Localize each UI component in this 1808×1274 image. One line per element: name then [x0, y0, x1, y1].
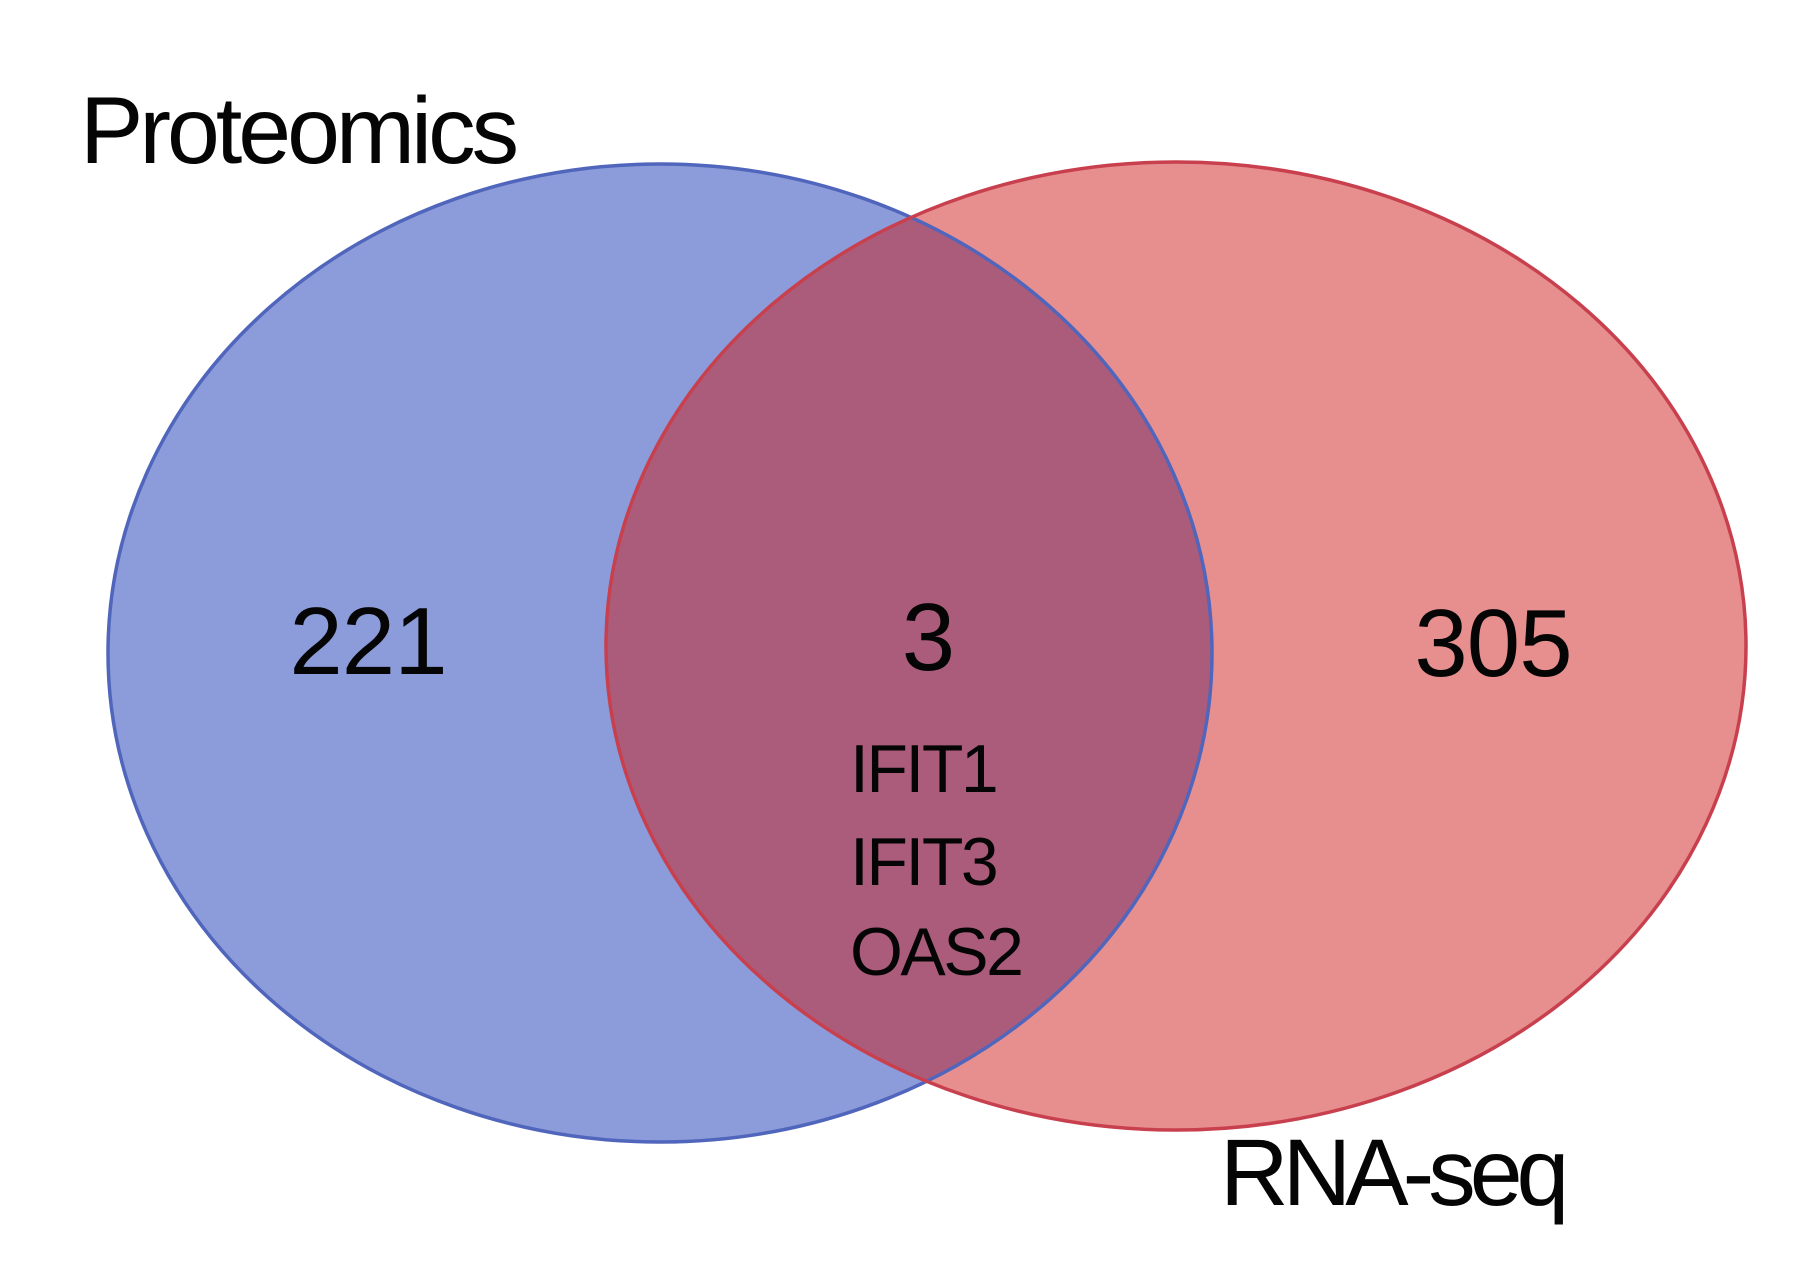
- rnaseq-only-count: 305: [1414, 590, 1572, 697]
- proteomics-circle-outline: [106, 162, 1214, 1144]
- overlap-count: 3: [901, 584, 955, 691]
- rnaseq-circle-outline: [604, 160, 1748, 1132]
- overlap-region: [606, 164, 1212, 1130]
- overlap-gene-oas2: OAS2: [850, 914, 1024, 990]
- overlap-gene-ifit3: IFIT3: [850, 824, 999, 900]
- proteomics-set-label: Proteomics: [80, 78, 519, 184]
- rnaseq-set-label: RNA-seq: [1220, 1120, 1569, 1226]
- proteomics-only-count: 221: [289, 588, 447, 695]
- overlap-gene-ifit1: IFIT1: [850, 731, 999, 807]
